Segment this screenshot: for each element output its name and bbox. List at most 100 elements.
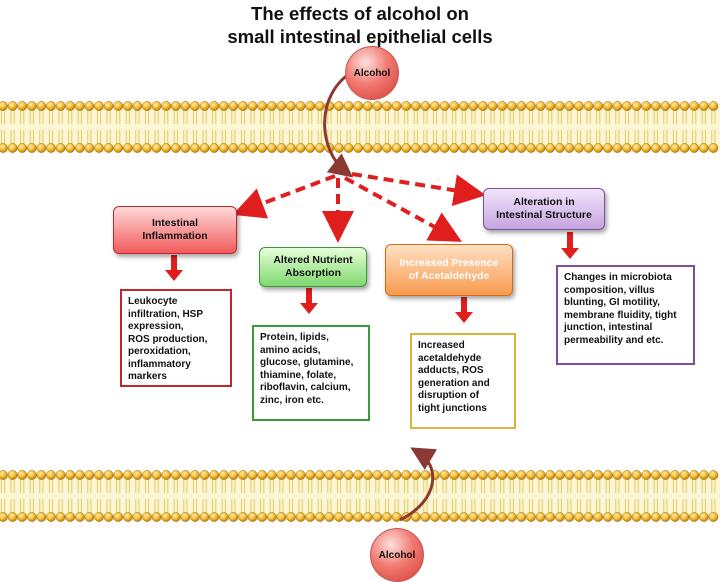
lipid-head	[391, 470, 402, 480]
lipid-head	[410, 101, 421, 111]
lipid-head	[142, 101, 152, 111]
lipid-head	[122, 512, 133, 522]
lipid-head	[574, 512, 584, 522]
lipid-head	[286, 101, 296, 111]
lipid-head	[7, 512, 18, 522]
down-arrow-inflammation	[165, 255, 183, 281]
lipid-head	[266, 512, 277, 522]
lipid-head	[372, 101, 383, 111]
lipid-head	[593, 143, 604, 153]
lipid-head	[132, 470, 143, 480]
lipid-head	[228, 101, 239, 111]
lipid-head	[612, 512, 623, 522]
lipid-head	[122, 143, 133, 153]
lipid-head	[238, 143, 248, 153]
lipid-head	[295, 512, 306, 522]
lipid-head	[708, 143, 719, 153]
lipid-head	[218, 143, 229, 153]
lipid-head	[382, 101, 392, 111]
lipid-head	[324, 512, 335, 522]
lipid-head	[545, 143, 556, 153]
lipid-head	[65, 101, 76, 111]
lipid-head	[583, 101, 594, 111]
lipid-head	[65, 143, 76, 153]
title-line-2: small intestinal epithelial cells	[227, 26, 493, 47]
lipid-head	[468, 143, 479, 153]
lipid-head	[602, 470, 613, 480]
lipid-head	[55, 512, 66, 522]
lipid-head	[478, 101, 488, 111]
lipid-head	[103, 101, 114, 111]
lipid-head	[55, 101, 66, 111]
lipid-head	[660, 143, 671, 153]
lipid-head	[458, 143, 469, 153]
lipid-head	[487, 470, 498, 480]
details-acetaldehyde: Increased acetaldehyde adducts, ROS gene…	[410, 333, 516, 429]
category-nutrient-box: Altered Nutrient Absorption	[259, 247, 367, 287]
lipid-head	[353, 101, 364, 111]
lipid-head	[161, 470, 172, 480]
lipid-head	[372, 143, 383, 153]
lipid-head	[420, 470, 431, 480]
lipid-head	[382, 512, 392, 522]
effect-arrow-structure	[351, 172, 486, 207]
lipid-head	[535, 143, 546, 153]
lipid-head	[574, 470, 584, 480]
lipid-head	[468, 101, 479, 111]
lipid-head	[593, 470, 604, 480]
lipid-head	[401, 470, 412, 480]
lipid-head	[7, 470, 18, 480]
down-arrow-acetaldehyde	[455, 297, 473, 323]
lipid-head	[113, 143, 124, 153]
lipid-head	[439, 470, 450, 480]
lipid-head	[190, 512, 200, 522]
lipid-head	[622, 512, 632, 522]
lipid-head	[602, 512, 613, 522]
lipid-head	[593, 101, 604, 111]
lipid-head	[612, 470, 623, 480]
lipid-head	[113, 101, 124, 111]
lipid-head	[170, 512, 181, 522]
lipid-head	[26, 470, 37, 480]
lipid-head	[689, 470, 700, 480]
lipid-head	[564, 512, 575, 522]
category-structure-box: Alteration in Intestinal Structure	[483, 188, 605, 230]
lipid-head	[698, 143, 709, 153]
lipid-head	[132, 101, 143, 111]
lipid-head	[46, 143, 56, 153]
lipid-head	[94, 470, 104, 480]
lipid-head	[372, 470, 383, 480]
lipid-head	[209, 470, 220, 480]
lipid-head	[468, 470, 479, 480]
lipid-head	[362, 512, 373, 522]
lipid-head	[391, 143, 402, 153]
lipid-head	[132, 512, 143, 522]
lipid-head	[295, 143, 306, 153]
lipid-head	[478, 512, 488, 522]
lipid-head	[334, 512, 344, 522]
lipid-head	[468, 512, 479, 522]
lipid-head	[257, 143, 268, 153]
lipid-head	[209, 101, 220, 111]
alcohol-bottom-label: Alcohol	[378, 549, 416, 561]
lipid-head	[305, 143, 316, 153]
effect-arrow-acetaldehyde	[344, 176, 463, 242]
lipid-head	[238, 512, 248, 522]
lipid-head	[631, 512, 642, 522]
lipid-head	[94, 143, 104, 153]
lipid-head	[430, 143, 440, 153]
lipid-head	[295, 101, 306, 111]
bottom-membrane-bilayer	[0, 470, 720, 522]
lipid-head	[7, 143, 18, 153]
lipid-head	[7, 101, 18, 111]
category-inflammation-box: Intestinal Inflammation	[113, 206, 237, 254]
lipid-head	[439, 143, 450, 153]
lipid-head	[276, 101, 287, 111]
lipid-head	[247, 101, 258, 111]
lipid-head	[698, 101, 709, 111]
lipid-head	[641, 470, 652, 480]
lipid-head	[353, 512, 364, 522]
lipid-head	[478, 143, 488, 153]
lipid-head	[660, 101, 671, 111]
lipid-head	[420, 512, 431, 522]
